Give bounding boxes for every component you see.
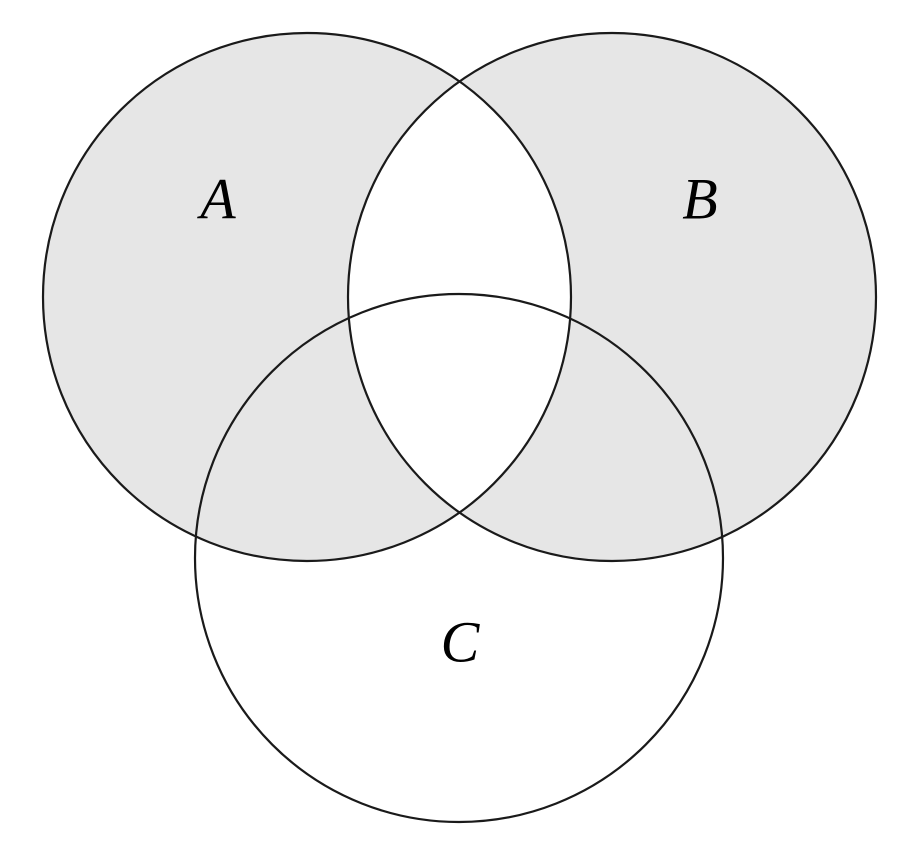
- set-label-group: A B C: [196, 166, 717, 674]
- set-label-b: B: [682, 166, 717, 231]
- circle-outline-group: [41, 31, 878, 824]
- set-label-c: C: [441, 609, 481, 674]
- circle-b-outline[interactable]: [346, 31, 878, 563]
- set-label-a: A: [196, 166, 236, 231]
- circle-a-outline[interactable]: [41, 31, 573, 563]
- circle-c-outline[interactable]: [193, 292, 725, 824]
